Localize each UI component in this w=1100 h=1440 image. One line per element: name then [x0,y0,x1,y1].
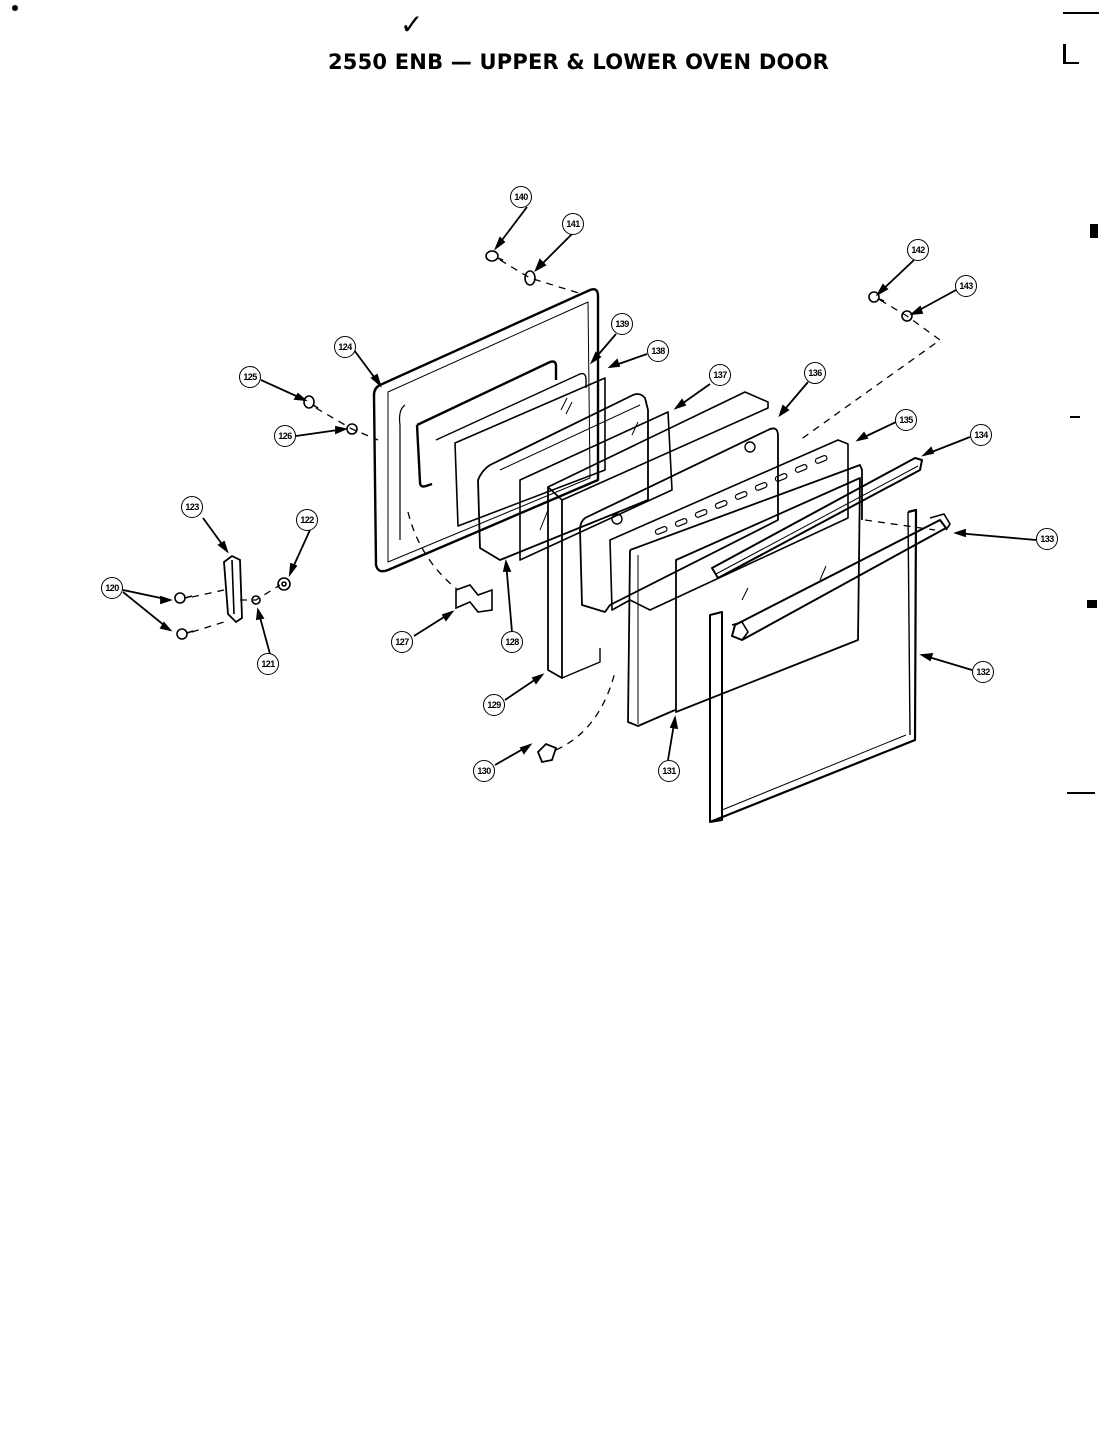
check-mark: ✓ [400,8,424,41]
edge-mark [1087,600,1097,608]
callout-128: 128 [501,631,523,653]
callout-130: 130 [473,760,495,782]
callout-135: 135 [895,409,917,431]
callout-122: 122 [296,509,318,531]
callout-142: 142 [907,239,929,261]
callout-120: 120 [101,577,123,599]
callout-139: 139 [611,313,633,335]
callout-140: 140 [510,186,532,208]
edge-mark [1063,12,1099,14]
edge-mark [1063,44,1066,64]
callout-127: 127 [391,631,413,653]
callout-143: 143 [955,275,977,297]
callout-136: 136 [804,362,826,384]
edge-mark [1067,792,1095,794]
callout-133: 133 [1036,528,1058,550]
callout-124: 124 [334,336,356,358]
callout-121: 121 [257,653,279,675]
callout-141: 141 [562,213,584,235]
callout-131: 131 [658,760,680,782]
callout-132: 132 [972,661,994,683]
callout-126: 126 [274,425,296,447]
callout-125: 125 [239,366,261,388]
callout-137: 137 [709,364,731,386]
callout-123: 123 [181,496,203,518]
callout-129: 129 [483,694,505,716]
edge-mark [1063,62,1079,64]
page-title: 2550 ENB — UPPER & LOWER OVEN DOOR [328,50,829,74]
edge-mark [1090,224,1098,238]
callout-134: 134 [970,424,992,446]
corner-mark [12,5,18,11]
edge-mark [1070,416,1080,418]
callout-138: 138 [647,340,669,362]
